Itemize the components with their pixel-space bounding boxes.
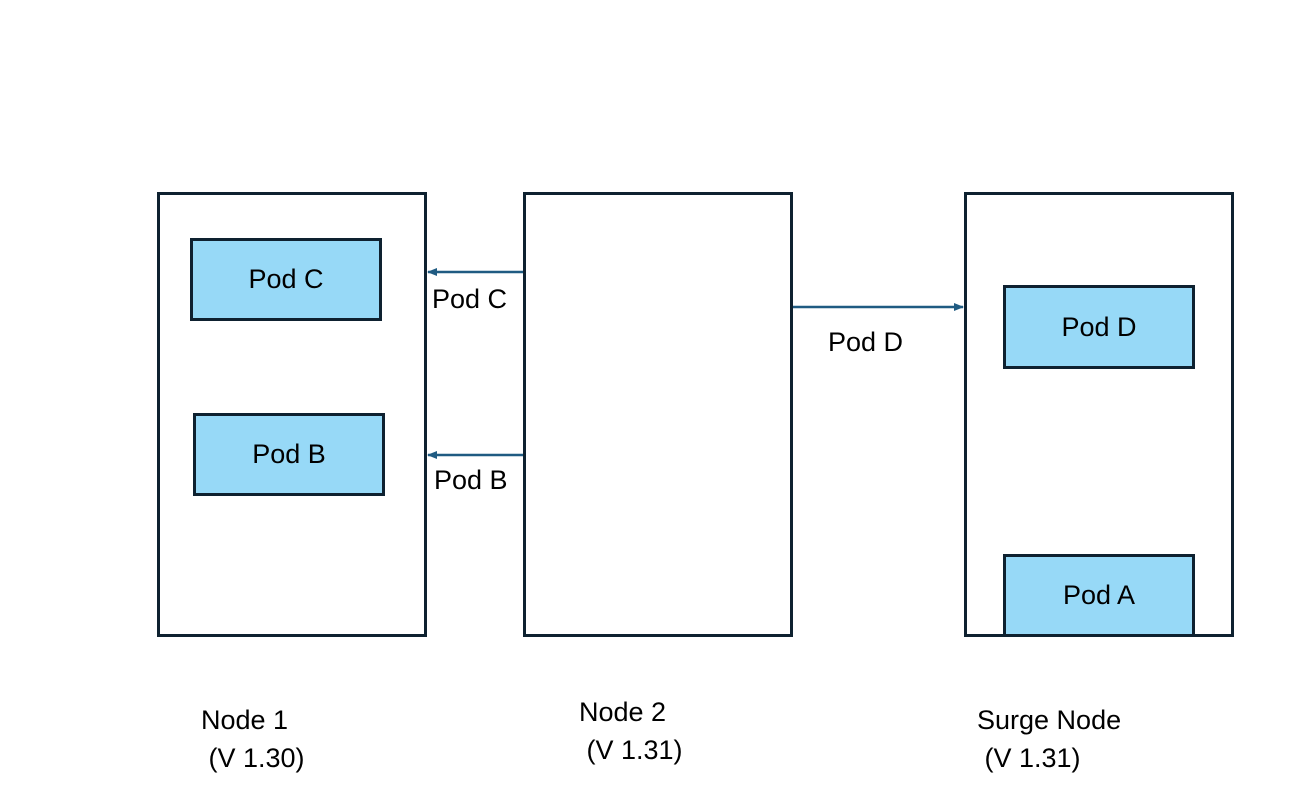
- arrow-label-pod-c: Pod C: [432, 284, 508, 314]
- surge-node-name: Surge Node: [977, 705, 1122, 735]
- node-2-box: [523, 192, 793, 637]
- pod-c-node-1: Pod C: [190, 238, 382, 321]
- node-2-caption: Node 2 (V 1.31): [579, 693, 683, 769]
- pod-b-node-1: Pod B: [193, 413, 385, 496]
- arrow-label-pod-d: Pod D: [828, 327, 904, 357]
- arrow-label-pod-b: Pod B: [434, 465, 508, 495]
- pod-a-surge-node: Pod A: [1003, 554, 1195, 637]
- node-2-name: Node 2: [579, 697, 667, 727]
- pod-d-surge-node: Pod D: [1003, 285, 1195, 369]
- node-2-version: (V 1.31): [579, 735, 683, 765]
- surge-node-caption: Surge Node (V 1.31): [977, 701, 1121, 777]
- node-1-caption: Node 1 (V 1.30): [201, 701, 305, 777]
- surge-node-version: (V 1.31): [977, 743, 1081, 773]
- node-1-version: (V 1.30): [201, 743, 305, 773]
- node-1-name: Node 1: [201, 705, 289, 735]
